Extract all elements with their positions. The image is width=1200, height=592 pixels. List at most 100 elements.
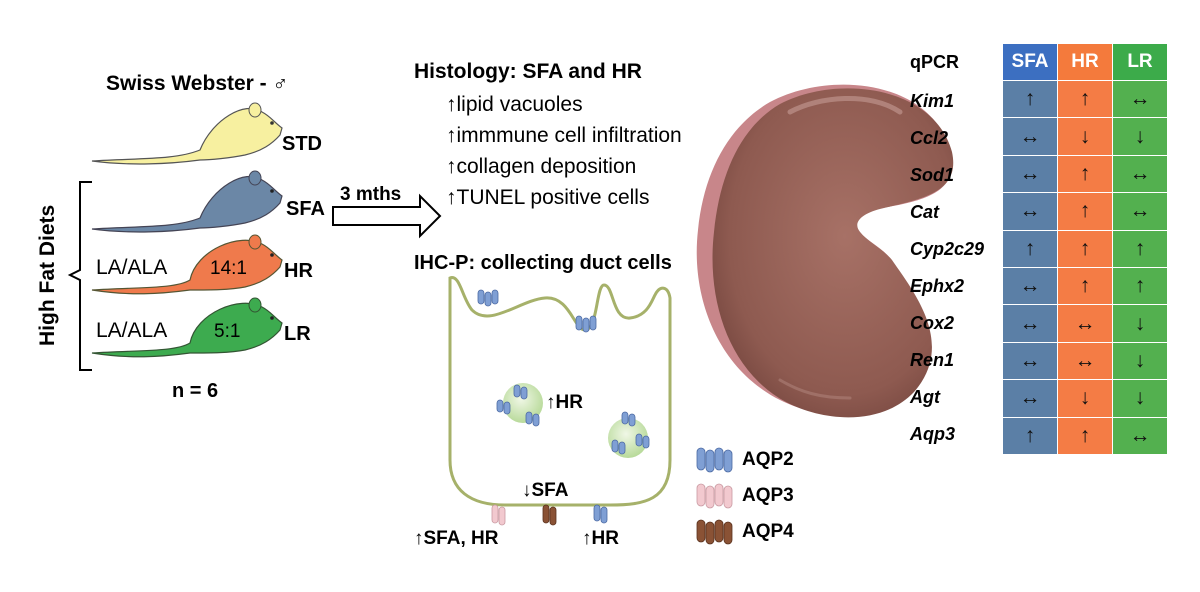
- qpcr-cell: ↑: [1057, 416, 1113, 455]
- qpcr-cell: ↔: [1057, 341, 1113, 381]
- duct-cell-outline: [448, 276, 672, 507]
- mouse-sfa-icon: [91, 170, 283, 233]
- gene-label: Ccl2: [910, 128, 949, 148]
- histology-item: ↑collagen deposition: [446, 155, 636, 179]
- qpcr-cell: ↔: [1112, 192, 1168, 231]
- qpcr-row: ↑↑↑: [1002, 229, 1168, 268]
- gene-label: Agt: [910, 387, 940, 407]
- diet-label-sfa: SFA: [286, 198, 325, 220]
- legend-aqp3-label: AQP3: [742, 485, 794, 506]
- ihc-hr-up-label: ↑HR: [582, 528, 619, 550]
- gene-label: Aqp3: [910, 424, 955, 444]
- qpcr-col-header: LR: [1112, 43, 1168, 81]
- mouse-hr-icon: [91, 234, 283, 295]
- qpcr-cell: ↓: [1057, 379, 1113, 418]
- qpcr-row: ↑↑↔: [1002, 79, 1168, 119]
- vesicle: [503, 383, 543, 423]
- qpcr-cell: ↑: [1002, 79, 1058, 119]
- qpcr-cell: ↓: [1112, 341, 1168, 381]
- qpcr-cell: ↔: [1112, 416, 1168, 455]
- qpcr-cell: ↔: [1002, 379, 1058, 418]
- histology-item: ↑lipid vacuoles: [446, 93, 583, 117]
- diet-label-std: STD: [282, 133, 322, 155]
- qpcr-table: SFA HR LR ↑↑↔↔↓↓↔↑↔↔↑↔↑↑↑↔↑↑↔↔↓↔↔↓↔↓↓↑↑↔: [1002, 43, 1168, 455]
- mouse-std-icon: [91, 102, 283, 165]
- histology-item-text: collagen deposition: [456, 155, 637, 178]
- up-arrow-icon: ↑: [546, 392, 556, 413]
- qpcr-col-header: SFA: [1002, 43, 1058, 81]
- qpcr-cell: ↔: [1002, 154, 1058, 194]
- qpcr-cell: ↓: [1112, 117, 1168, 156]
- legend-aqp3-icon: [696, 483, 733, 509]
- duration-arrow: [332, 193, 442, 239]
- aqp2-icon: [477, 289, 650, 524]
- ratio-label-lr: LA/ALA: [96, 319, 168, 342]
- qpcr-cell: ↑: [1057, 192, 1113, 231]
- qpcr-cell: ↑: [1057, 79, 1113, 119]
- histology-item: ↑immmune cell infiltration: [446, 124, 682, 148]
- qpcr-cell: ↑: [1057, 154, 1113, 194]
- aqp3-icon: [491, 504, 506, 526]
- diet-label-hr: HR: [284, 260, 313, 282]
- qpcr-row: ↔↑↑: [1002, 266, 1168, 306]
- gene-label: Cyp2c29: [910, 239, 985, 259]
- histology-item-text: lipid vacuoles: [456, 93, 583, 116]
- qpcr-row: ↔↓↓: [1002, 379, 1168, 418]
- ihc-title: IHC-P: collecting duct cells: [414, 252, 672, 274]
- gene-label: Cox2: [910, 313, 955, 333]
- qpcr-body: ↑↑↔↔↓↓↔↑↔↔↑↔↑↑↑↔↑↑↔↔↓↔↔↓↔↓↓↑↑↔: [1002, 79, 1168, 455]
- histology-title: Histology: SFA and HR: [414, 60, 642, 84]
- qpcr-row: ↑↑↔: [1002, 416, 1168, 455]
- qpcr-row: ↔↑↔: [1002, 192, 1168, 231]
- qpcr-cell: ↓: [1057, 117, 1113, 156]
- ratio-label-hr: LA/ALA: [96, 256, 168, 279]
- mouse-strain-label: Swiss Webster - ♂: [106, 72, 289, 95]
- qpcr-col-header: HR: [1057, 43, 1113, 81]
- histology-title-bold: Histology: [414, 60, 510, 83]
- gene-label: Sod1: [910, 165, 955, 185]
- ihc-hr-vesicle-text: HR: [555, 392, 583, 413]
- qpcr-cell: ↑: [1112, 229, 1168, 268]
- qpcr-header-row: SFA HR LR: [1002, 43, 1168, 81]
- up-arrow-icon: ↑: [446, 155, 457, 178]
- ratio-value-hr: 14:1: [210, 258, 247, 279]
- qpcr-cell: ↑: [1112, 266, 1168, 306]
- down-arrow-icon: ↓: [522, 480, 532, 501]
- duration-label: 3 mths: [340, 184, 402, 205]
- qpcr-title: qPCR: [910, 52, 959, 72]
- gene-label: Ephx2: [910, 276, 965, 296]
- qpcr-cell: ↔: [1057, 304, 1113, 343]
- up-arrow-icon: ↑: [446, 93, 457, 116]
- qpcr-cell: ↔: [1002, 304, 1058, 343]
- histology-item: ↑TUNEL positive cells: [446, 186, 649, 210]
- ihc-sfa-hr-up-label: ↑SFA, HR: [414, 528, 498, 550]
- up-arrow-icon: ↑: [446, 124, 457, 147]
- qpcr-row: ↔↔↓: [1002, 341, 1168, 381]
- gene-label: Cat: [910, 202, 940, 222]
- diet-label-lr: LR: [284, 323, 311, 345]
- gene-label: Ren1: [910, 350, 955, 370]
- qpcr-cell: ↑: [1057, 266, 1113, 306]
- high-fat-brace: [67, 181, 92, 371]
- n-label: n = 6: [172, 380, 219, 402]
- legend-aqp4-label: AQP4: [742, 521, 794, 542]
- histology-item-text: TUNEL positive cells: [456, 186, 650, 209]
- qpcr-cell: ↔: [1002, 266, 1058, 306]
- qpcr-cell: ↓: [1112, 304, 1168, 343]
- aqp4-icon: [542, 504, 557, 526]
- qpcr-row: ↔↔↓: [1002, 304, 1168, 343]
- legend-aqp2-label: AQP2: [742, 449, 794, 470]
- up-arrow-icon: ↑: [414, 528, 424, 549]
- qpcr-cell: ↔: [1002, 117, 1058, 156]
- up-arrow-icon: ↑: [446, 186, 457, 209]
- gene-label: Kim1: [910, 91, 955, 111]
- qpcr-cell: ↔: [1002, 192, 1058, 231]
- qpcr-cell: ↑: [1057, 229, 1113, 268]
- qpcr-row: ↔↓↓: [1002, 117, 1168, 156]
- ihc-hr-up-text: HR: [591, 528, 619, 549]
- qpcr-cell: ↓: [1112, 379, 1168, 418]
- legend-aqp4-icon: [696, 519, 733, 545]
- qpcr-cell: ↔: [1112, 79, 1168, 119]
- ihc-hr-vesicle-label: ↑HR: [546, 392, 583, 414]
